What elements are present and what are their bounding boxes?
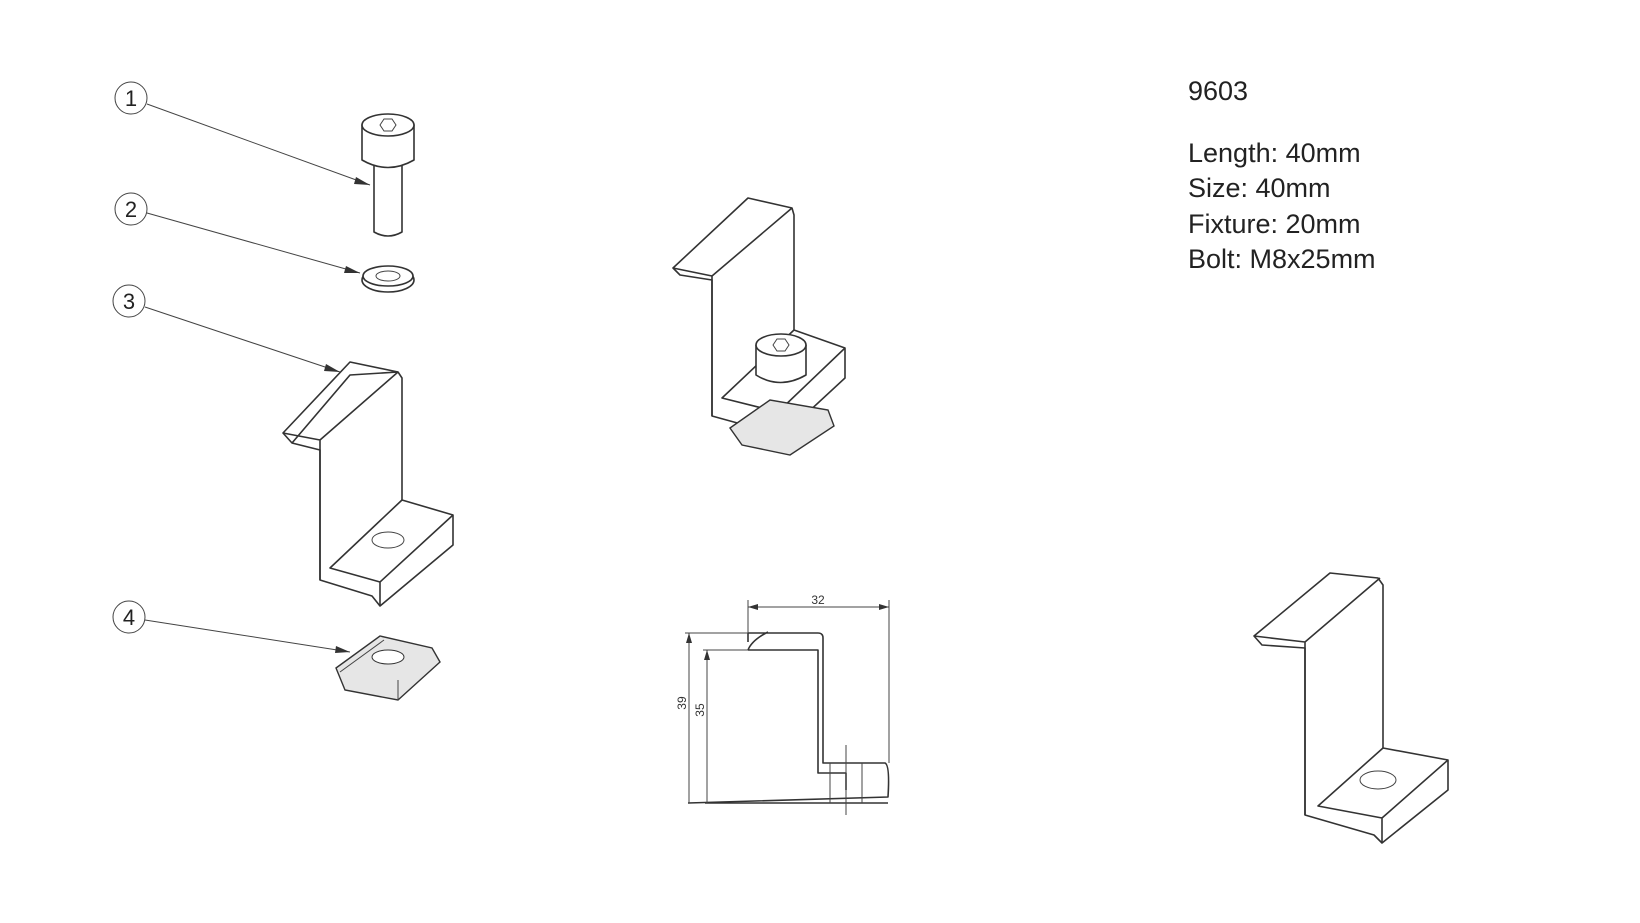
clamp-view-right bbox=[1253, 572, 1449, 844]
dim-height-inner: 35 bbox=[693, 703, 707, 717]
washer-part bbox=[361, 265, 415, 293]
callout-1: 1 bbox=[114, 81, 371, 186]
spec-size: Size: 40mm bbox=[1188, 173, 1331, 203]
callout-3: 3 bbox=[112, 284, 341, 373]
svg-text:4: 4 bbox=[123, 605, 135, 630]
svg-text:1: 1 bbox=[125, 86, 137, 111]
product-code: 9603 bbox=[1188, 76, 1249, 106]
clamp-part bbox=[282, 361, 454, 607]
spec-length: Length: 40mm bbox=[1188, 137, 1361, 168]
spec-fixture: Fixture: 20mm bbox=[1188, 208, 1361, 239]
dim-width: 32 bbox=[811, 593, 825, 607]
spec-bolt: Bolt: M8x25mm bbox=[1188, 244, 1376, 274]
svg-text:2: 2 bbox=[125, 197, 137, 222]
callout-2: 2 bbox=[114, 192, 361, 274]
bolt-part bbox=[361, 113, 415, 237]
nut-part bbox=[335, 635, 441, 701]
product-specs: 9603 Length: 40mm Size: 40mm Fixture: 20… bbox=[1188, 74, 1376, 278]
callout-4: 4 bbox=[112, 600, 351, 653]
svg-text:3: 3 bbox=[123, 289, 135, 314]
dim-height-outer: 39 bbox=[675, 696, 689, 710]
assembled-clamp bbox=[672, 197, 846, 456]
dimension-drawing: 32 39 35 bbox=[675, 593, 890, 815]
